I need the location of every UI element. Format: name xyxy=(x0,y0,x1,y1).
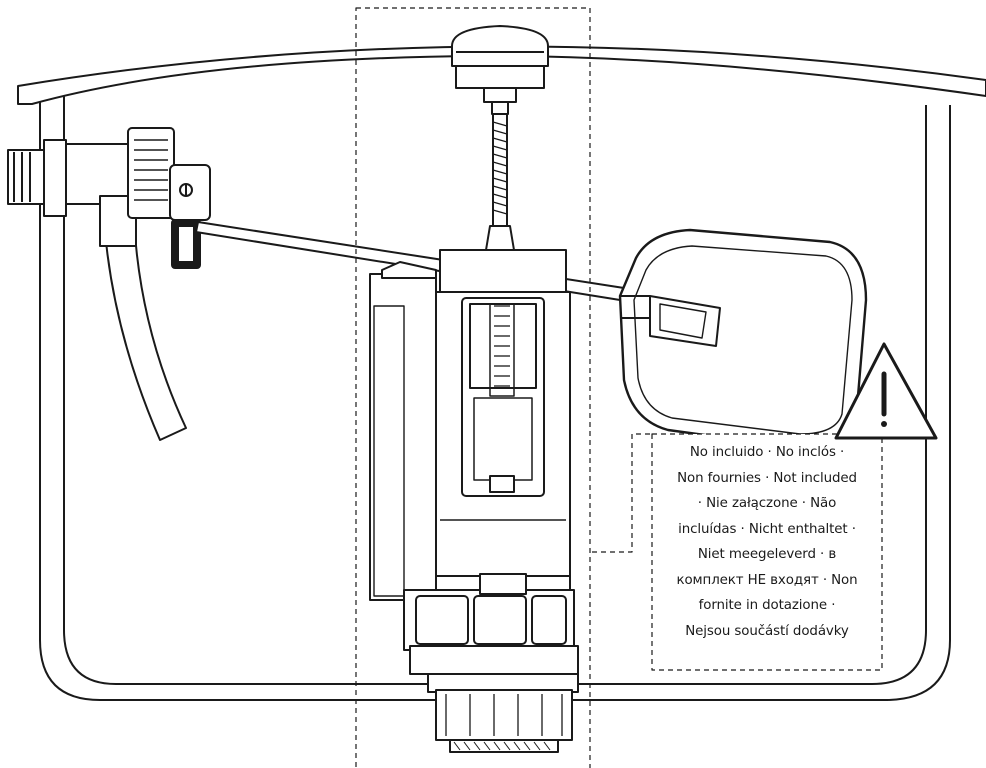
notice-line: incluídas · Nicht enthaltet · xyxy=(678,521,856,537)
float-ball xyxy=(618,228,868,450)
fill-valve xyxy=(7,127,211,441)
fill-valve-tube xyxy=(103,219,187,441)
notice-line: Niet meegeleverd · в xyxy=(697,547,837,562)
notice-callout xyxy=(592,433,883,671)
warning-triangle-icon xyxy=(834,342,938,440)
cistern-lid xyxy=(17,45,986,105)
flush-valve xyxy=(369,249,579,753)
push-button xyxy=(451,25,549,115)
notice-line: · Nie załączone · Não xyxy=(697,496,837,511)
notice-line: Non fournies · Not included xyxy=(677,470,857,486)
notice-line: комплект НЕ входят · Non xyxy=(676,572,858,588)
button-rod xyxy=(485,113,515,251)
not-included-notice: No incluido · No inclós · Non fournies ·… xyxy=(652,434,882,670)
notice-line: No incluido · No inclós · xyxy=(689,445,845,460)
flush-valve-outline xyxy=(355,7,591,768)
notice-line: Nejsou součástí dodávky xyxy=(685,623,849,639)
notice-line: fornite in dotazione · xyxy=(698,598,836,613)
